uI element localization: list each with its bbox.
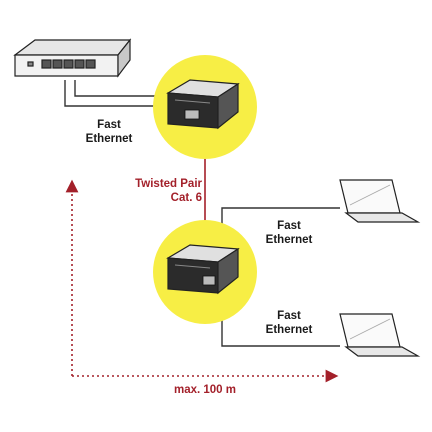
extender-device-icon	[153, 220, 257, 324]
cable-switch-to-extender-1	[64, 80, 165, 107]
network-switch-icon	[13, 38, 132, 78]
label-line: Ethernet	[265, 234, 313, 246]
label-line: Ethernet	[85, 133, 133, 145]
extender-device-icon	[153, 55, 257, 159]
fast-ethernet-label-mid: Fast Ethernet	[258, 219, 320, 247]
label-line: Ethernet	[265, 324, 313, 336]
twisted-pair-label: Twisted Pair Cat. 6	[108, 177, 202, 205]
fast-ethernet-label-top: Fast Ethernet	[78, 118, 140, 146]
label-line: Fast	[97, 119, 121, 131]
distance-arrows	[65, 179, 339, 383]
laptop-icon	[339, 179, 421, 223]
laptop-icon	[339, 313, 421, 357]
label-line: Fast	[277, 310, 301, 322]
cable-switch-to-extender-2	[74, 80, 168, 97]
label-line: max. 100 m	[173, 384, 236, 396]
label-line: Cat. 6	[170, 192, 202, 204]
fast-ethernet-label-bottom: Fast Ethernet	[258, 309, 320, 337]
label-line: Fast	[277, 220, 301, 232]
distance-label: max. 100 m	[160, 383, 250, 397]
label-line: Twisted Pair	[135, 178, 202, 190]
